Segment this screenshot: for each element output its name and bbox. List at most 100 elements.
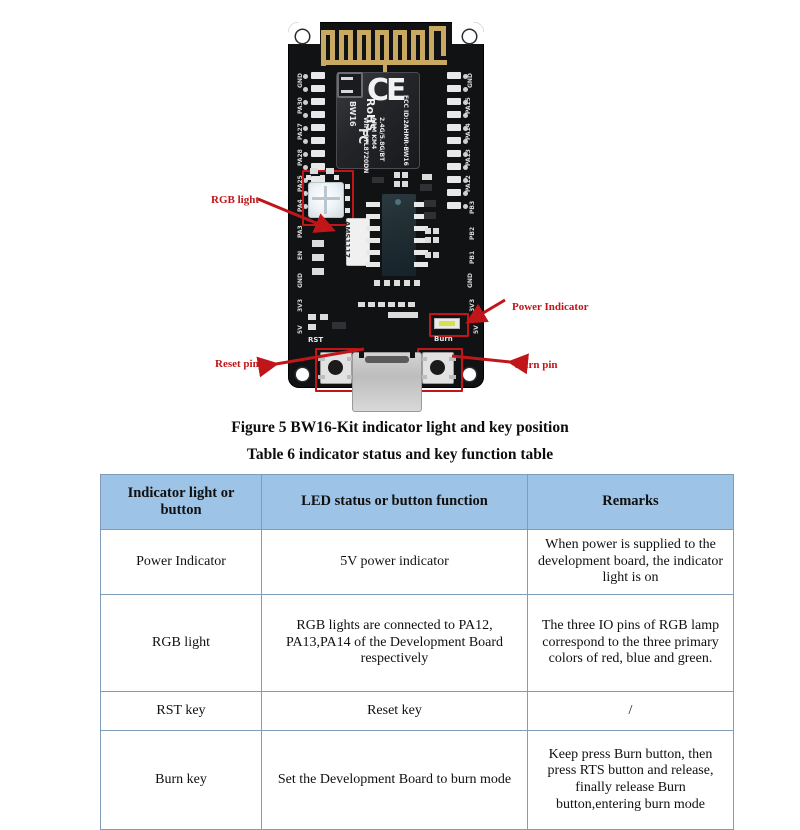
power-indicator-highlight-box (429, 313, 469, 337)
table-row: RGB light RGB lights are connected to PA… (100, 594, 734, 692)
pin-label-right-7: PB1 (468, 250, 476, 264)
smd-part-36 (388, 312, 418, 318)
module-text-core: ARM KM4 (370, 117, 377, 150)
cell-remarks-rgb: The three IO pins of RGB lamp correspond… (527, 594, 734, 692)
pin-label-right-2: PA14 (465, 123, 473, 140)
smd-part-24 (404, 280, 410, 286)
table-row: Burn key Set the Development Board to bu… (100, 730, 734, 830)
pin-label-right-6: PB2 (468, 226, 476, 240)
cell-item-power: Power Indicator (100, 529, 262, 595)
smd-part-3 (372, 177, 384, 183)
smd-part-8 (422, 174, 432, 180)
mounting-hole-bottom-right (463, 368, 476, 381)
pin-label-left-6: PA3 (297, 225, 304, 238)
pin-label-right-1: PA15 (465, 97, 473, 114)
ams1117-label: AMS1117 (343, 221, 351, 258)
mounting-hole-bottom-left (296, 368, 309, 381)
rgb-led-pad-a (306, 175, 311, 180)
silk-label-rst: RST (308, 336, 324, 344)
pin-label-right-8: GND (467, 273, 475, 288)
pin-label-left-1: PA30 (297, 97, 304, 114)
ic-pin-l4 (366, 250, 380, 255)
module-text-radio: 2.4G/5.8G/BT (378, 117, 385, 162)
indicator-status-table: Indicator light or button LED status or … (100, 474, 734, 830)
ic-pin-r2 (414, 226, 428, 231)
ic-pin-l3 (366, 238, 380, 243)
smd-part-26 (358, 302, 365, 307)
pin-label-left-0: GND (297, 73, 304, 88)
smd-part-19 (312, 254, 324, 261)
smd-part-16 (425, 252, 431, 258)
pin-label-right-3: PA13 (465, 149, 473, 166)
usb-uart-ic (382, 194, 416, 276)
rgb-led-pad-f (345, 208, 350, 213)
table-row: Power Indicator 5V power indicator When … (100, 529, 734, 595)
burn-pin-highlight-box (417, 348, 463, 392)
figure-caption: Figure 5 BW16-Kit indicator light and ke… (231, 419, 569, 436)
module-text-chip: WIFI RTL8720DN (362, 117, 369, 174)
column-header-remarks: Remarks (527, 474, 734, 530)
usb-c-connector (352, 348, 422, 412)
silk-label-burn: Burn (434, 335, 453, 343)
rgb-led-pad-c (334, 175, 339, 180)
module-text-fccid: FCC ID:2AHMR-BW16 (402, 95, 409, 166)
smd-part-23 (394, 280, 400, 286)
cell-item-burn: Burn key (100, 730, 262, 830)
cell-remarks-power: When power is supplied to the developmen… (527, 529, 734, 595)
pin-label-left-9: 3V3 (297, 299, 304, 312)
smd-part-7 (402, 181, 408, 187)
ic-pin-r0 (414, 202, 428, 207)
bw16-development-board: CE RoHS FC BW16 WIFI RTL8720DN ARM KM4 2… (288, 22, 484, 412)
board-figure: CE RoHS FC BW16 WIFI RTL8720DN ARM KM4 2… (0, 0, 800, 412)
smd-part-14 (425, 237, 431, 243)
table-row: RST key Reset key / (100, 691, 734, 731)
smd-part-35 (332, 322, 346, 329)
ic-pin-r3 (414, 238, 428, 243)
smd-part-34 (308, 324, 316, 330)
ic-pin-l0 (366, 202, 380, 207)
cell-item-rst: RST key (100, 691, 262, 731)
pin-label-left-2: PA27 (297, 123, 304, 140)
pin-label-right-0: GND (467, 73, 475, 88)
callout-power-indicator: Power Indicator (512, 301, 589, 313)
pin-label-right-10: 5V (473, 325, 481, 334)
pin-label-right-4: PA12 (465, 175, 473, 192)
cell-remarks-rst: / (527, 691, 734, 731)
column-header-function: LED status or button function (261, 474, 528, 530)
pin-label-right-9: 3V3 (469, 299, 476, 312)
burn-button[interactable] (420, 352, 456, 384)
smd-part-9 (420, 184, 432, 191)
mounting-hole-top-right (463, 30, 476, 43)
smd-part-20 (312, 268, 324, 275)
ic-pin-l2 (366, 226, 380, 231)
antenna-feed-line (321, 60, 447, 65)
ic-pin-r4 (414, 250, 428, 255)
rgb-led-pad-d (345, 184, 350, 189)
table-body: Power Indicator 5V power indicator When … (100, 529, 734, 830)
cell-remarks-burn: Keep press Burn button, then press RTS b… (527, 730, 734, 830)
ic-pin-r1 (414, 214, 428, 219)
crystal-component (337, 72, 363, 98)
header-pads-right (447, 72, 461, 215)
pcb-antenna-icon (321, 26, 451, 66)
cell-function-power: 5V power indicator (261, 529, 528, 595)
pin-label-left-7: EN (297, 250, 304, 260)
rgb-led-pad-e (345, 196, 350, 201)
smd-part-1 (310, 168, 318, 174)
smd-part-2 (326, 168, 334, 174)
smd-part-15 (433, 237, 439, 243)
ic-pin-l1 (366, 214, 380, 219)
cell-function-rgb: RGB lights are connected to PA12, PA13,P… (261, 594, 528, 692)
cell-item-rgb: RGB light (100, 594, 262, 692)
rgb-led-pad-b (320, 175, 325, 180)
smd-part-13 (433, 228, 439, 234)
ic-pin-r5 (414, 262, 428, 267)
smd-part-10 (424, 200, 436, 207)
smd-part-17 (433, 252, 439, 258)
smd-part-22 (384, 280, 390, 286)
smd-part-28 (378, 302, 385, 307)
header-holes-right (463, 74, 469, 217)
mounting-hole-top-left (296, 30, 309, 43)
smd-part-18 (312, 240, 324, 247)
pin-label-left-10: 5V (297, 325, 304, 334)
